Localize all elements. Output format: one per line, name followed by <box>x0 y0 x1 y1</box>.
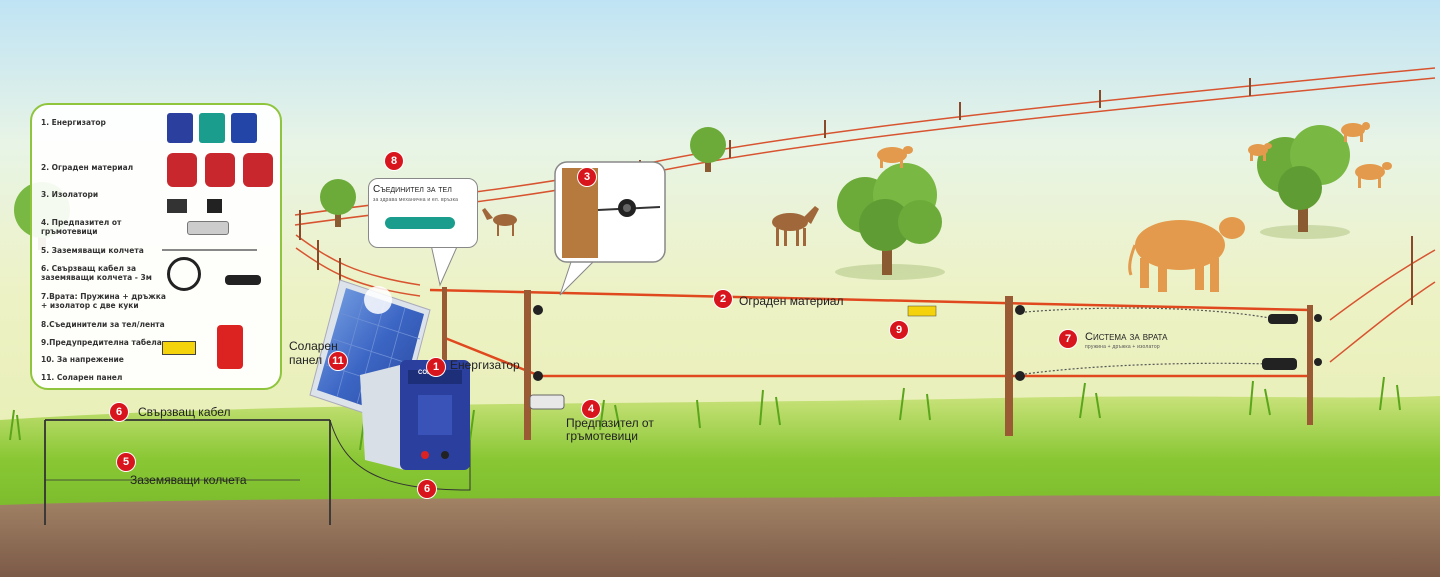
connector-icon <box>385 217 455 229</box>
gate-handle-thumbnail <box>225 275 261 285</box>
horse-icon <box>772 206 819 246</box>
legend-item: 8.Съединители за тел/лента <box>41 320 165 329</box>
horse-icon <box>482 208 517 236</box>
gate-subtitle: пружина + дръжка + изолатор <box>1085 344 1160 350</box>
solar-panel-label: Соларен панел <box>289 339 338 367</box>
warning-sign-icon <box>907 305 937 317</box>
connector-subtitle: за здрава механична и ел. връзка <box>373 197 459 203</box>
badge-5: 5 <box>117 453 135 471</box>
tree-icon <box>690 127 726 172</box>
legend-item: 11. Соларен панел <box>41 373 123 382</box>
gate-spring-icon <box>1024 307 1271 375</box>
cow-icon <box>1341 122 1370 142</box>
cow-icon <box>877 146 913 168</box>
legend-item: 9.Предупредителна табела <box>41 338 162 347</box>
tree-icon <box>320 179 356 227</box>
lightning-arrester-thumbnail <box>187 221 229 235</box>
warning-sign-thumbnail <box>162 341 196 355</box>
cable-thumbnail <box>167 257 201 291</box>
ground-rod-thumbnail <box>162 249 257 251</box>
fence-material-label: Ограден материал <box>739 294 844 308</box>
fence-posts <box>442 287 1313 440</box>
insulator-icon <box>533 305 1322 381</box>
ground-rods-label: Заземяващи колчета <box>130 473 247 487</box>
legend-item: 4. Предпазител от гръмотевици <box>41 218 122 236</box>
legend-panel: 1. Енергизатор 2. Ограден материал 3. Из… <box>30 103 282 390</box>
badge-6b: 6 <box>418 480 436 498</box>
cow-icon <box>1355 162 1392 188</box>
insulator-thumbnails <box>167 199 267 213</box>
cow-icon <box>1128 217 1245 292</box>
legend-item: 10. За напрежение <box>41 355 124 364</box>
cable-label: Свързващ кабел <box>138 405 231 419</box>
tree-icon <box>1257 125 1350 239</box>
legend-item: 5. Заземяващи колчета <box>41 246 144 255</box>
grass-tufts <box>9 376 1401 451</box>
badge-2: 2 <box>714 290 732 308</box>
legend-item: 6. Свързващ кабел за заземяващи колчета … <box>41 264 152 282</box>
voltage-tester-thumbnail <box>217 325 243 369</box>
insulator-callout <box>554 161 666 263</box>
badge-6a: 6 <box>110 403 128 421</box>
legend-item: 3. Изолатори <box>41 190 99 199</box>
energizer-icon <box>360 360 470 470</box>
tree-icon <box>835 163 945 280</box>
badge-3: 3 <box>578 168 596 186</box>
distant-posts <box>299 78 1413 305</box>
connector-title: Съединител за тел <box>373 184 452 195</box>
gate-title: Система за врата <box>1085 331 1168 343</box>
connector-callout: Съединител за тел за здрава механична и … <box>368 178 478 248</box>
badge-7: 7 <box>1059 330 1077 348</box>
badge-11: 11 <box>329 352 347 370</box>
lightning-arrester-icon <box>529 394 565 410</box>
badge-4: 4 <box>582 400 600 418</box>
badge-1: 1 <box>427 358 445 376</box>
lightning-label: Предпазител от гръмотевици <box>566 416 654 443</box>
legend-item: 1. Енергизатор <box>41 118 106 127</box>
energizer-label: Енергизатор <box>450 358 520 372</box>
legend-item: 7.Врата: Пружина + дръжка + изолатор с д… <box>41 292 166 310</box>
ground-rods <box>44 419 471 525</box>
legend-item: 2. Ограден материал <box>41 163 134 172</box>
badge-9: 9 <box>890 321 908 339</box>
cow-icon <box>1248 143 1272 161</box>
gate-handle-icon <box>1262 314 1298 370</box>
badge-8: 8 <box>385 152 403 170</box>
